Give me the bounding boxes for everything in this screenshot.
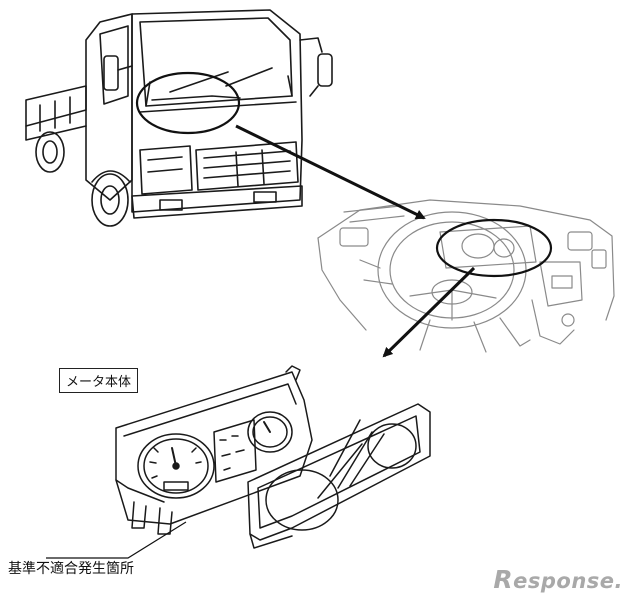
arrow-icon <box>235 124 426 220</box>
watermark-initial: R <box>493 565 514 594</box>
meter-body-label: メータ本体 <box>59 368 139 393</box>
dashboard-illustration <box>317 199 615 353</box>
dashboard-highlight-ellipse <box>435 218 553 278</box>
defect-pointer-line <box>46 521 187 559</box>
truck-illustration <box>25 9 333 227</box>
meter-assembly-illustration <box>115 365 431 549</box>
watermark-rest: esponse. <box>513 569 623 593</box>
response-watermark: Response. <box>493 565 623 594</box>
defect-location-label: 基準不適合発生箇所 <box>8 561 134 577</box>
truck-highlight-ellipse <box>135 71 241 135</box>
arrow-icon <box>382 266 476 358</box>
